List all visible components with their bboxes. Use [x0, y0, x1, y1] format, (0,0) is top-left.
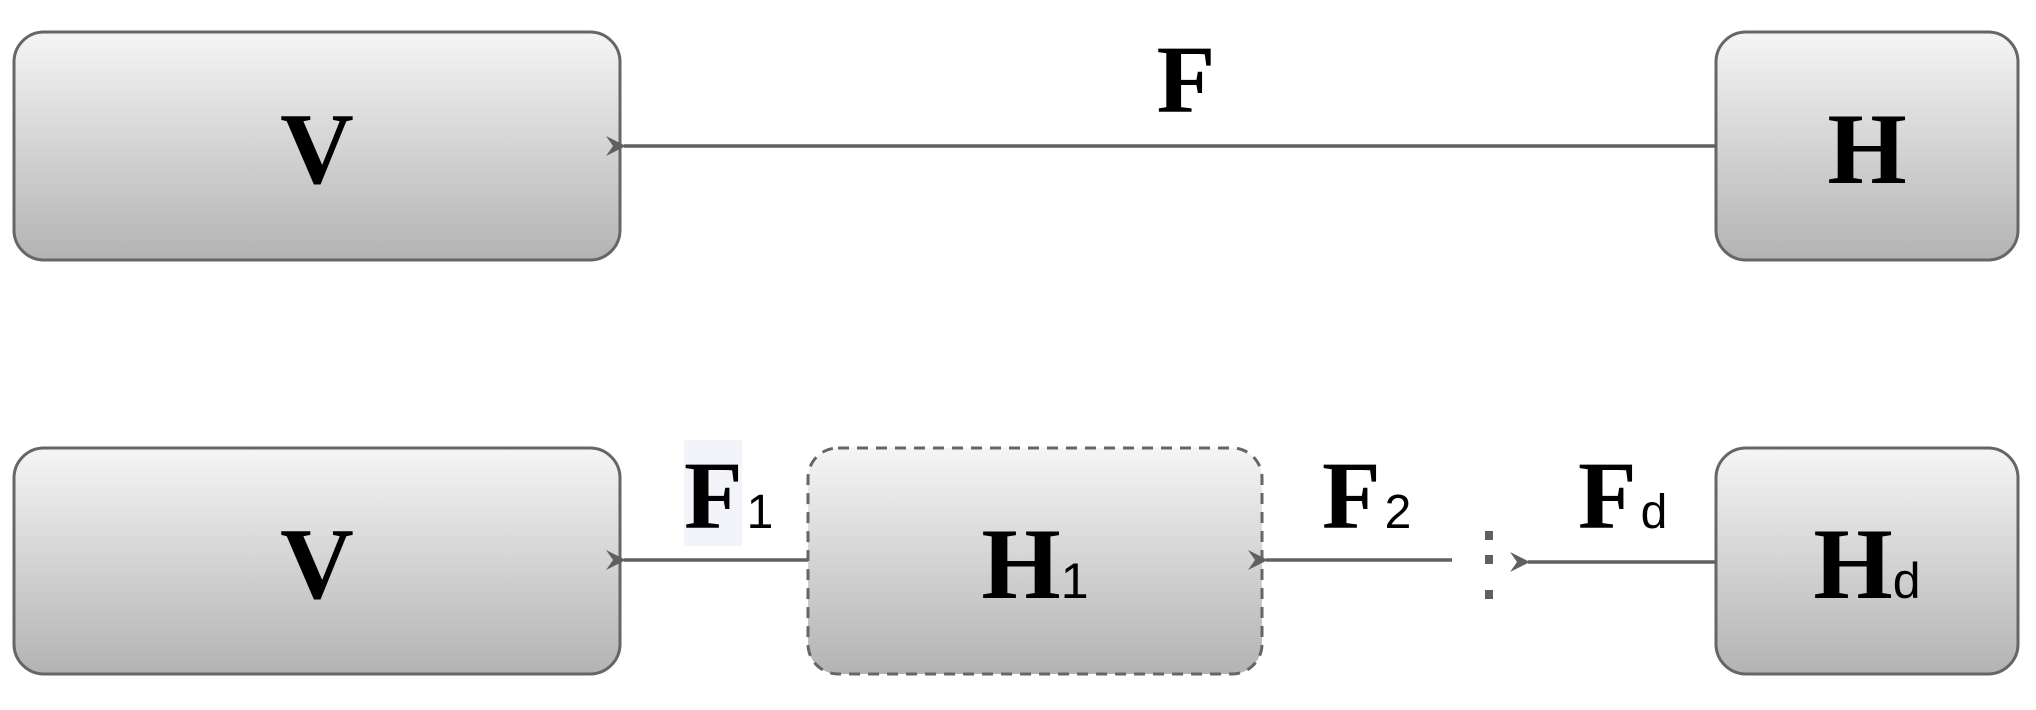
bottom-v-node: V [12, 446, 622, 676]
bottom-f2-edge: F2 [1248, 442, 1452, 570]
bottom-fd-edge: Fd [1510, 442, 1716, 572]
f1-subscript: 1 [747, 486, 774, 539]
bottom-hd-label: Hd [1813, 508, 1920, 621]
bottom-fd-label: Fd [1578, 442, 1667, 549]
fd-subscript: d [1641, 486, 1668, 539]
bottom-f1-label: F1 [684, 442, 773, 549]
top-v-node: V [12, 30, 622, 262]
top-v-label: V [280, 93, 354, 206]
bottom-hd-node: Hd [1714, 446, 2020, 676]
h1-subscript: 1 [1061, 553, 1089, 609]
fd-main: F [1578, 442, 1637, 549]
bottom-h1-label: H1 [981, 508, 1088, 621]
f1-label-highlight [684, 440, 742, 546]
bottom-h1-node: H1 [806, 446, 1264, 676]
bottom-v-label: V [280, 508, 354, 621]
top-f-label: F [1157, 26, 1216, 133]
vertical-ellipsis-icon [1485, 531, 1493, 599]
top-h-node: H [1714, 30, 2020, 262]
bottom-row: V H1 Hd F1 F2 [12, 440, 2020, 676]
hd-subscript: d [1893, 553, 1921, 609]
bottom-f1-edge: F1 [606, 440, 808, 570]
bottom-f2-label: F2 [1322, 442, 1411, 549]
top-f-edge: F [606, 26, 1716, 156]
top-row: V H F [12, 26, 2020, 262]
top-h-label: H [1827, 93, 1906, 206]
hd-main: H [1813, 508, 1892, 621]
f1-main: F [684, 442, 743, 549]
h1-main: H [981, 508, 1060, 621]
f2-main: F [1322, 442, 1381, 549]
f2-subscript: 2 [1385, 486, 1412, 539]
